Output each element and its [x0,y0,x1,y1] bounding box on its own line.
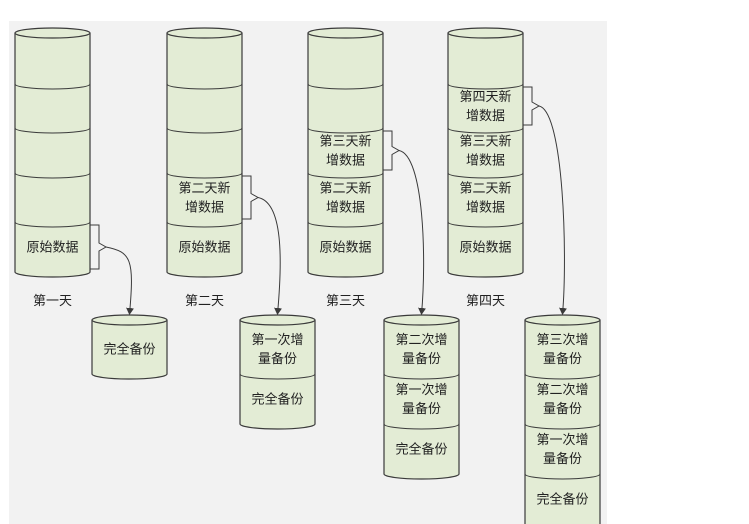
day-2-storage-cylinder-segment-5: 原始数据 [178,241,230,256]
day-3-storage-cylinder-segment-3: 第三天新增数据 [319,134,371,169]
day-1-backup-arrow [105,246,135,315]
day-4-storage-cylinder-segment-2: 第四天新增数据 [459,89,511,124]
day-4-storage-cylinder-segment-4: 第二天新增数据 [459,181,511,216]
day-4-backup-cylinder [524,314,601,524]
day-2-backup-cylinder-segment-2: 完全备份 [251,392,303,408]
day-2-backup-cylinder-segment-1: 第一次增量备份 [251,332,303,367]
day-3-backup-cylinder [383,314,460,480]
day-4-backup-cylinder-segment-2: 第二次增量备份 [536,382,588,417]
day-2-storage-cylinder [166,27,243,278]
day-3-backup-cylinder-segment-1: 第二次增量备份 [395,332,447,367]
day-3-backup-cylinder-segment-2: 第一次增量备份 [395,382,447,417]
day-3-storage-cylinder [307,27,384,278]
day-3-backup-arrow [398,150,427,315]
day-4-backup-cylinder-segment-3: 第一次增量备份 [536,432,588,467]
day-4-storage-cylinder-segment-3: 第三天新增数据 [459,134,511,169]
day-4-new-data-brace [523,86,541,126]
day-3-backup-cylinder-segment-3: 完全备份 [395,442,447,458]
day-1-storage-cylinder-segment-5: 原始数据 [26,241,78,256]
day-1-backup-cylinder [91,314,168,380]
day-1-new-data-brace [90,224,108,270]
day-2-backup-cylinder [239,314,316,430]
day-3-storage-cylinder-segment-5: 原始数据 [319,241,371,256]
day-4-backup-cylinder-segment-1: 第三次增量备份 [536,332,588,367]
day-2-storage-cylinder-segment-4: 第二天新增数据 [178,181,230,216]
day-2-backup-arrow [257,197,283,315]
day-3-storage-cylinder-segment-4: 第二天新增数据 [319,181,371,216]
day-2-label: 第二天 [185,294,224,309]
day-1-label: 第一天 [33,294,72,309]
day-4-backup-arrow [538,105,568,315]
day-1-backup-cylinder-segment-1: 完全备份 [103,342,155,358]
day-4-storage-cylinder [447,27,524,278]
day-3-label: 第三天 [326,294,365,309]
day-2-new-data-brace [242,175,260,220]
day-1-storage-cylinder [14,27,91,278]
day-3-new-data-brace [383,130,401,171]
day-4-storage-cylinder-segment-5: 原始数据 [459,241,511,256]
day-4-label: 第四天 [466,294,505,309]
day-4-backup-cylinder-segment-4: 完全备份 [536,492,588,508]
